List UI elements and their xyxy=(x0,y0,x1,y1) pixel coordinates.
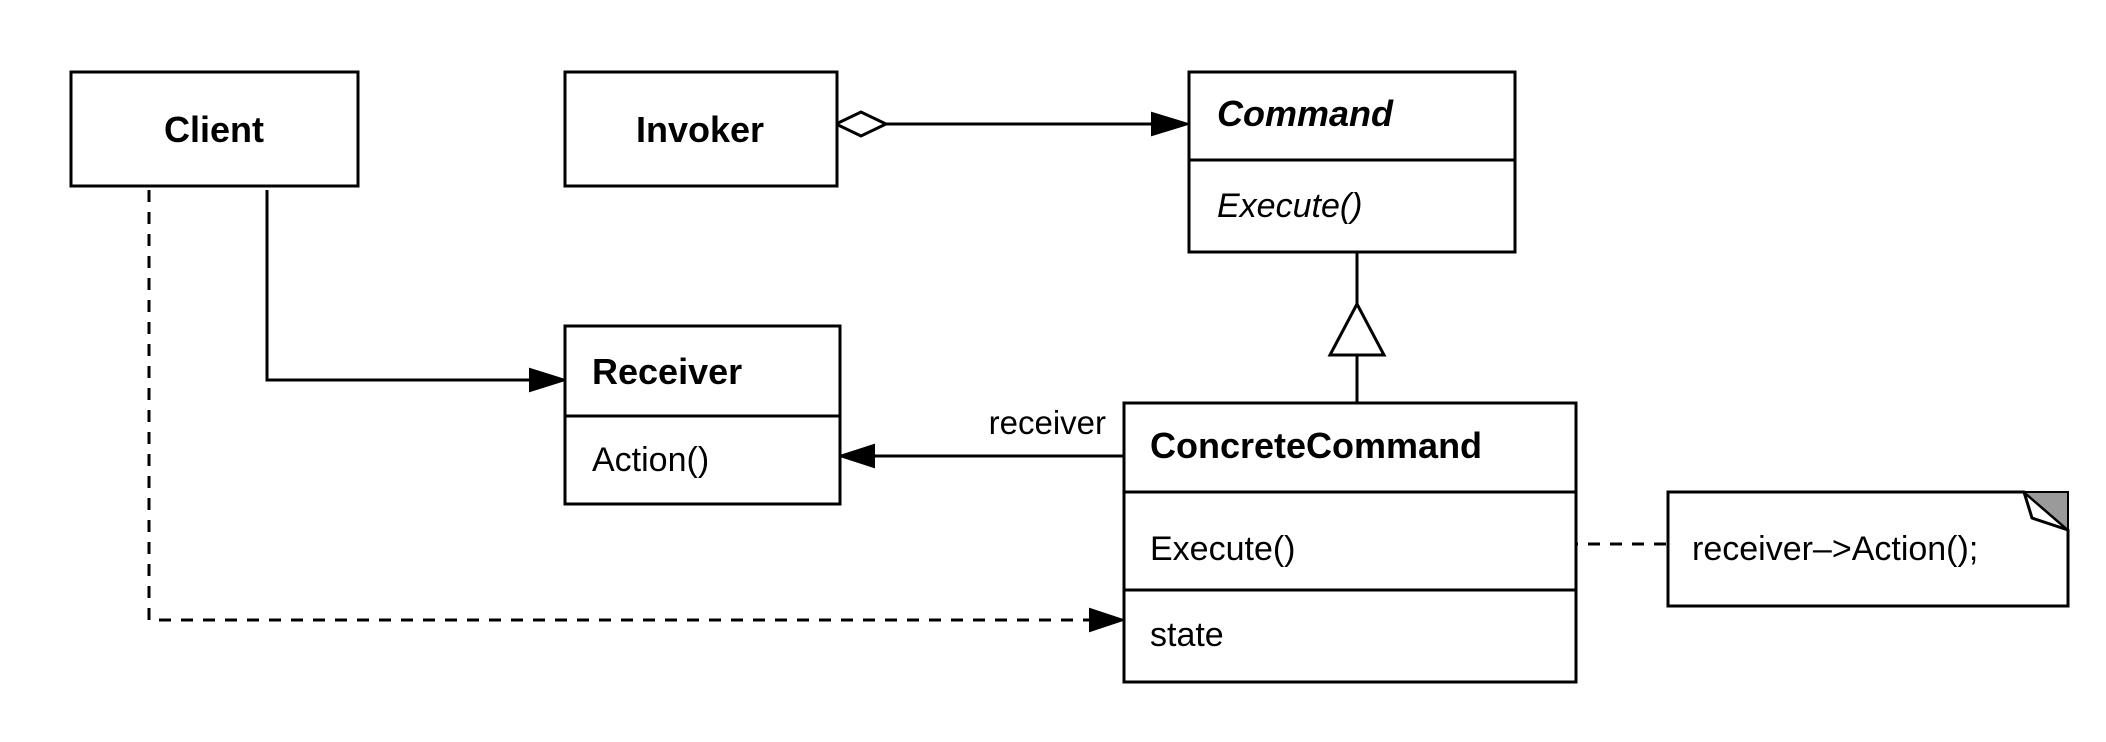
invoker-command-aggregation xyxy=(832,110,1192,138)
concretecommand-box xyxy=(1122,401,1578,684)
concretecommand-class: ConcreteCommand Execute() state xyxy=(1122,401,1578,684)
invoker-box xyxy=(563,70,839,188)
invoker-name: Invoker xyxy=(636,109,764,150)
invoker-class: Invoker xyxy=(563,70,839,188)
concretecommand-name: ConcreteCommand xyxy=(1150,425,1482,466)
client-receiver-connector xyxy=(265,190,569,393)
client-box xyxy=(69,70,360,188)
arrowhead xyxy=(836,443,875,469)
note-folded-corner xyxy=(2022,491,2069,532)
receiver-name: Receiver xyxy=(592,351,742,392)
client-creates-concretecommand-connector xyxy=(147,190,1127,633)
concretecommand-state-attribute: state xyxy=(1150,616,1224,654)
client-class: Client xyxy=(69,70,360,188)
association-line xyxy=(265,190,530,382)
command-class: Command Execute() xyxy=(1187,70,1517,254)
receiver-class: Receiver Action() xyxy=(563,324,842,506)
dashed-line xyxy=(147,190,1090,622)
aggregation-diamond xyxy=(832,110,890,138)
command-execute-operation: Execute() xyxy=(1217,187,1363,225)
receiver-role-label: receiver xyxy=(989,404,1106,441)
client-name: Client xyxy=(164,109,264,150)
arrowhead xyxy=(1089,607,1127,633)
implementation-note: receiver–>Action(); xyxy=(1666,490,2070,608)
concretecommand-execute-operation: Execute() xyxy=(1150,530,1296,568)
note-box xyxy=(1666,490,2070,608)
command-box xyxy=(1187,70,1517,254)
concretecommand-receiver-association: receiver xyxy=(836,404,1123,469)
concretecommand-command-generalization xyxy=(1327,252,1387,403)
note-corner-shading xyxy=(2021,491,2069,533)
receiver-action-operation: Action() xyxy=(592,441,709,479)
inheritance-triangle xyxy=(1327,300,1387,357)
command-name: Command xyxy=(1217,93,1394,134)
arrowhead xyxy=(1151,111,1192,137)
note-text: receiver–>Action(); xyxy=(1692,530,1978,568)
arrowhead xyxy=(529,367,569,393)
